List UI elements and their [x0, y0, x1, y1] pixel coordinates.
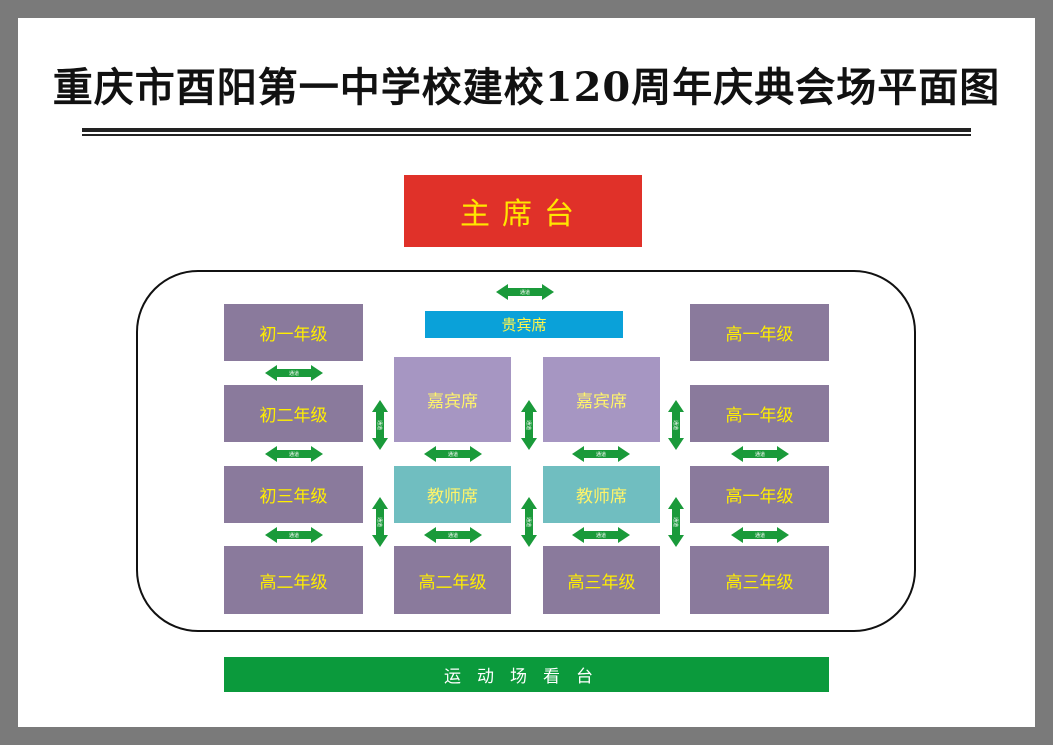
arena-outline	[136, 270, 916, 632]
guest-block-left: 嘉宾席	[394, 357, 511, 442]
passage-arrow-icon: 通道	[731, 527, 789, 543]
passage-arrow-icon: 通道	[265, 365, 323, 381]
passage-label: 通道	[672, 420, 679, 430]
passage-arrow-icon: 通道	[424, 446, 482, 462]
passage-label: 通道	[289, 451, 299, 458]
passage-label: 通道	[672, 517, 679, 527]
passage-label: 通道	[525, 517, 532, 527]
guest-block-right: 嘉宾席	[543, 357, 660, 442]
passage-arrow-icon: 通道	[265, 527, 323, 543]
passage-label: 通道	[289, 370, 299, 377]
right-block-4: 高三年级	[690, 546, 829, 614]
passage-arrow-icon: 通道	[372, 400, 388, 450]
right-block-1: 高一年级	[690, 304, 829, 361]
passage-arrow-icon: 通道	[265, 446, 323, 462]
center-bottom-block-right: 高三年级	[543, 546, 660, 614]
passage-label: 通道	[755, 532, 765, 539]
passage-label: 通道	[525, 420, 532, 430]
passage-arrow-icon: 通道	[372, 497, 388, 547]
passage-arrow-icon: 通道	[521, 400, 537, 450]
passage-arrow-icon: 通道	[572, 527, 630, 543]
passage-label: 通道	[448, 451, 458, 458]
passage-label: 通道	[596, 532, 606, 539]
teacher-block-left: 教师席	[394, 466, 511, 523]
passage-arrow-icon: 通道	[521, 497, 537, 547]
passage-label: 通道	[376, 517, 383, 527]
passage-arrow-icon: 通道	[496, 284, 554, 300]
passage-arrow-icon: 通道	[424, 527, 482, 543]
left-block-1: 初一年级	[224, 304, 363, 361]
right-block-3: 高一年级	[690, 466, 829, 523]
passage-label: 通道	[448, 532, 458, 539]
passage-label: 通道	[520, 289, 530, 296]
stadium-stand: 运动场看台	[224, 657, 829, 692]
passage-arrow-icon: 通道	[572, 446, 630, 462]
left-block-3: 初三年级	[224, 466, 363, 523]
passage-label: 通道	[289, 532, 299, 539]
right-block-2: 高一年级	[690, 385, 829, 442]
passage-arrow-icon: 通道	[668, 497, 684, 547]
vip-seating: 贵宾席	[425, 311, 623, 338]
passage-arrow-icon: 通道	[668, 400, 684, 450]
passage-label: 通道	[755, 451, 765, 458]
title-rule-thin	[82, 134, 971, 136]
diagram-title: 重庆市酉阳第一中学校建校120周年庆典会场平面图	[52, 64, 1001, 111]
left-block-4: 高二年级	[224, 546, 363, 614]
passage-label: 通道	[376, 420, 383, 430]
title-rule-thick	[82, 128, 971, 132]
center-bottom-block-left: 高二年级	[394, 546, 511, 614]
passage-arrow-icon: 通道	[731, 446, 789, 462]
left-block-2: 初二年级	[224, 385, 363, 442]
passage-label: 通道	[596, 451, 606, 458]
presidium-block: 主席台	[404, 175, 642, 247]
teacher-block-right: 教师席	[543, 466, 660, 523]
